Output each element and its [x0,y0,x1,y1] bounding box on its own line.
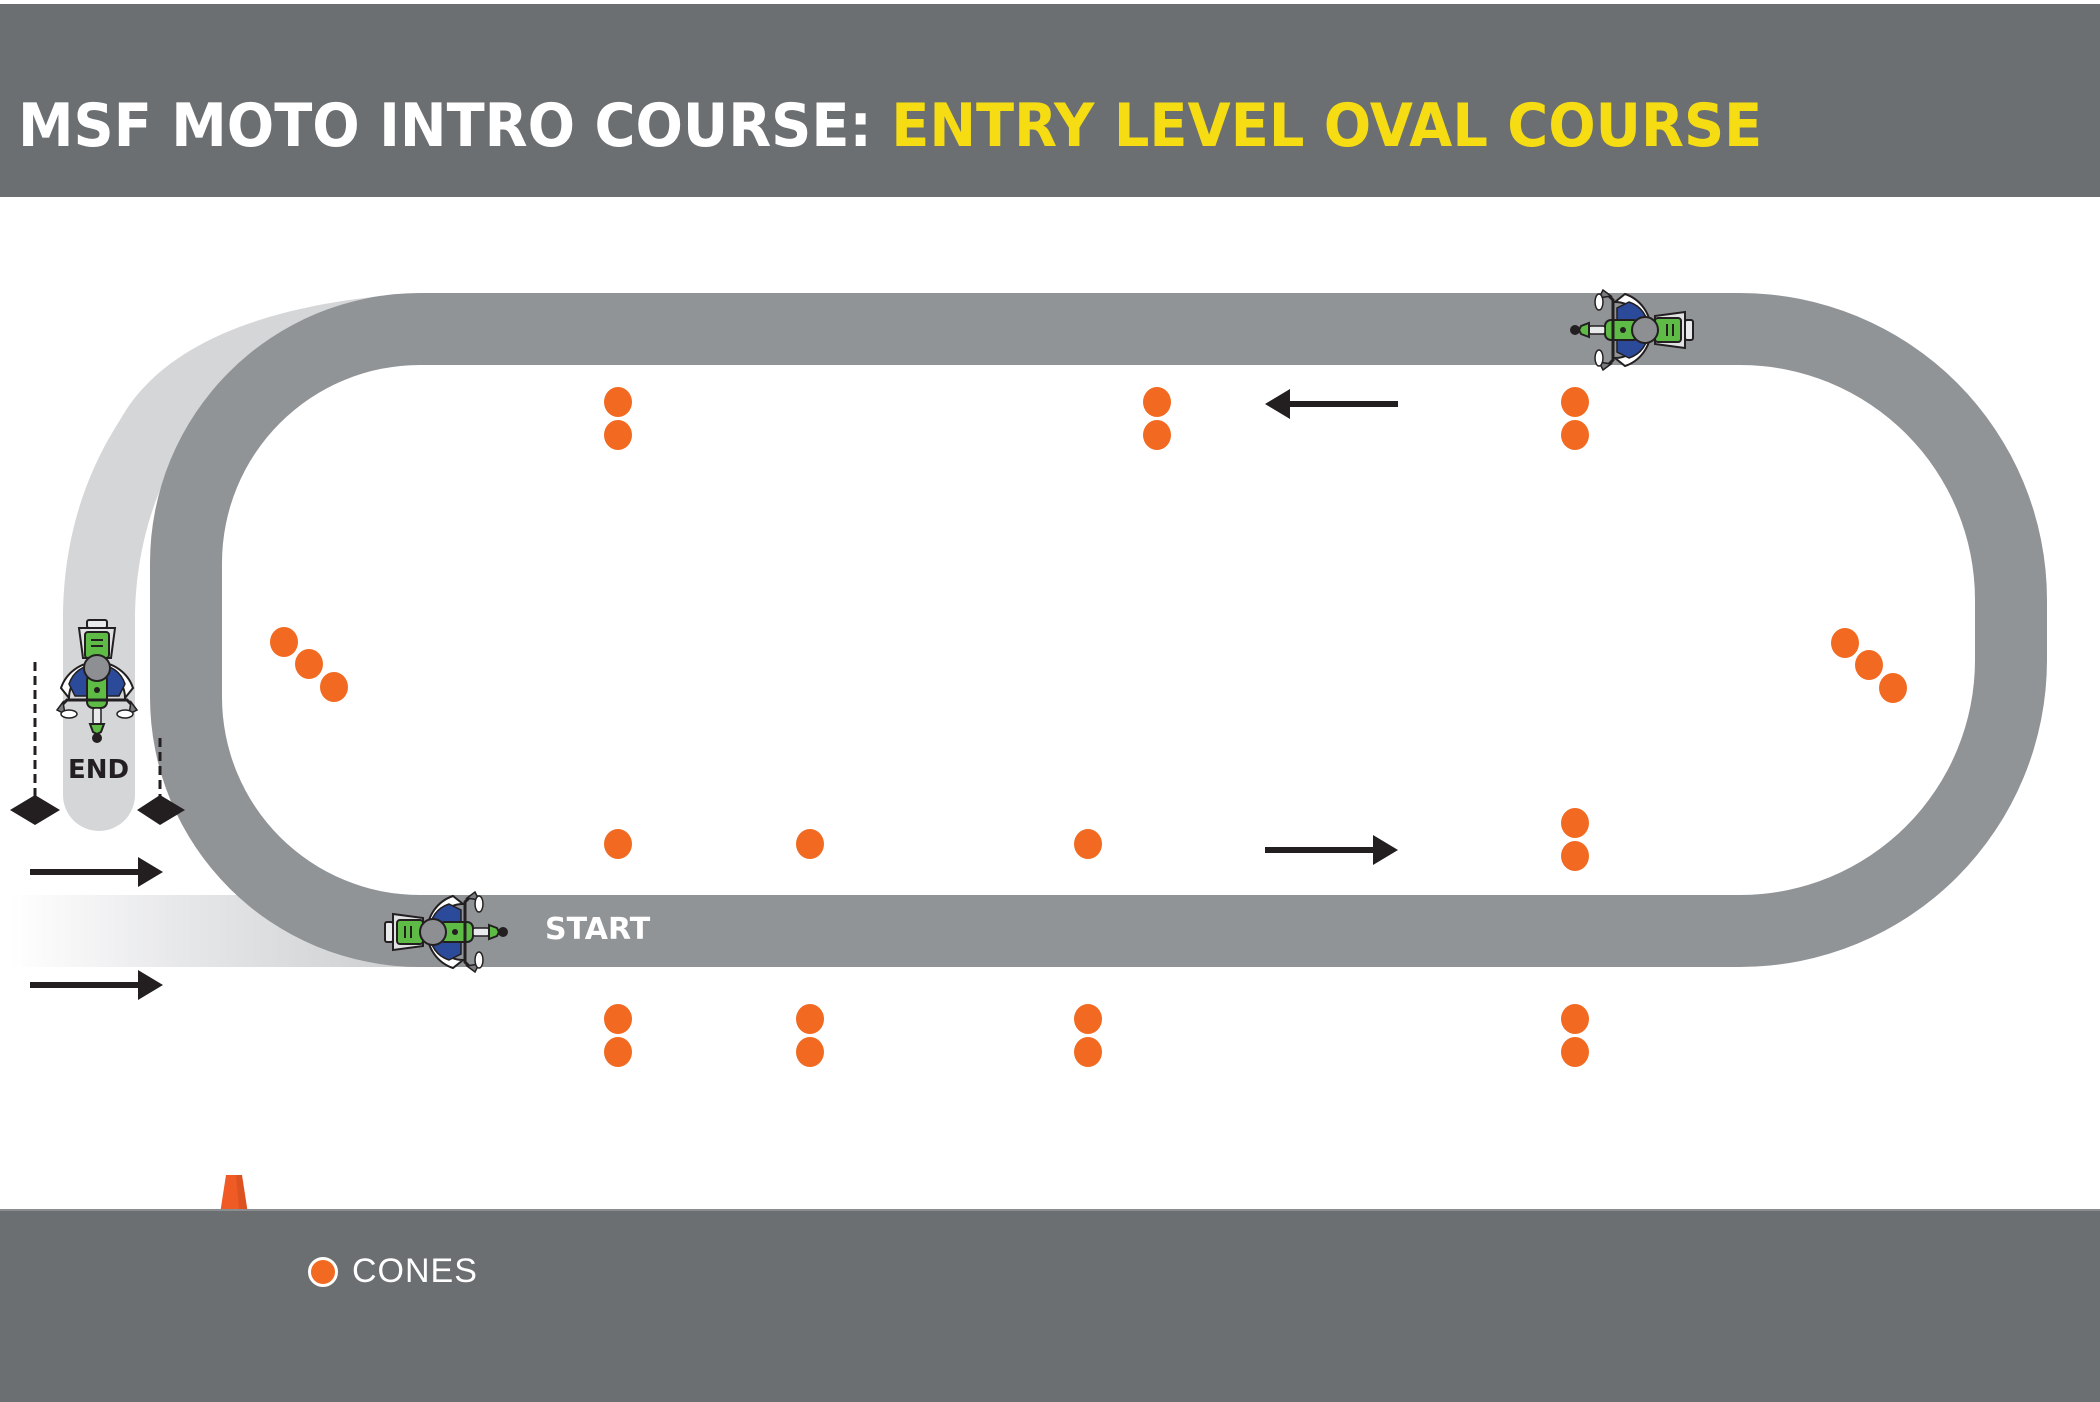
cone-marker [1561,841,1589,871]
legend-bar [0,1209,2100,1402]
arrow-left-top [1265,389,1398,419]
title-prefix: MSF MOTO INTRO COURSE: [18,91,872,161]
cone-marker [1561,808,1589,838]
cone-dot-icon [308,1256,338,1287]
cone-marker [604,829,632,859]
cone-marker [604,1004,632,1034]
cone-marker [1561,1037,1589,1067]
cone-marker [1855,650,1883,680]
cone-marker [1143,387,1171,417]
arrow-right-entry-lower [30,970,163,1000]
cone-marker [604,1037,632,1067]
cone-marker [295,649,323,679]
start-label: START [545,912,651,947]
cone-marker [1074,1037,1102,1067]
cone-marker [1561,420,1589,450]
cone-marker [1561,1004,1589,1034]
cone-marker [1143,420,1171,450]
exit-lane [63,293,420,831]
cone-marker [796,1004,824,1034]
cone-marker [604,387,632,417]
cone-marker [1879,673,1907,703]
page-title: MSF MOTO INTRO COURSE: ENTRY LEVEL OVAL … [18,90,1762,162]
legend: CONES [308,1252,478,1291]
cone-markers [270,387,1907,1067]
end-label: END [68,755,130,785]
legend-label: CONES [352,1252,478,1290]
cone-marker [1074,829,1102,859]
cone-marker [1831,628,1859,658]
end-gate-left [10,662,60,825]
cone-marker [604,420,632,450]
cone-marker [1074,1004,1102,1034]
title-highlight: ENTRY LEVEL OVAL COURSE [891,91,1763,161]
cone-marker [270,627,298,657]
arrow-right-bottom [1265,835,1398,865]
cone-marker [320,672,348,702]
arrow-right-entry-upper [30,857,163,887]
title-bar: MSF MOTO INTRO COURSE: ENTRY LEVEL OVAL … [0,4,2100,197]
cone-marker [796,829,824,859]
oval-track [150,293,2047,967]
end-gate-right [137,738,185,825]
cone-marker [796,1037,824,1067]
cone-marker [1561,387,1589,417]
